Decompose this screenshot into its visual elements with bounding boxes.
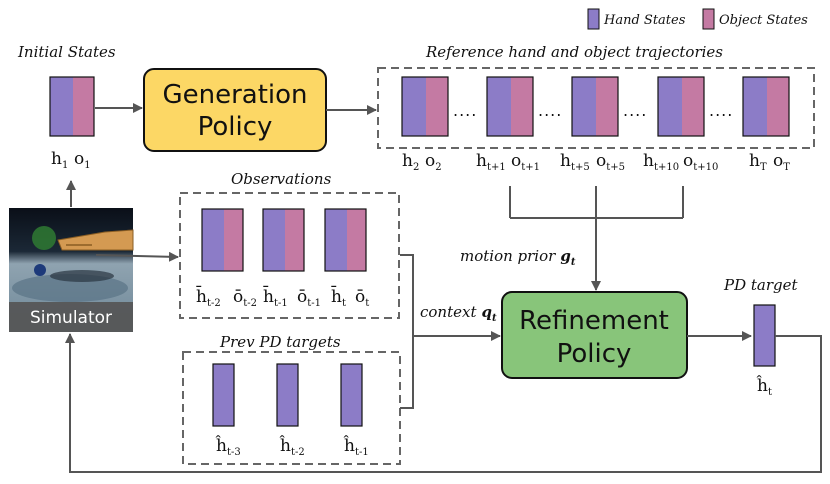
initial-h1: h1 — [51, 149, 68, 171]
reference-bar-2 — [486, 76, 534, 137]
ref-h-5: hT — [749, 151, 767, 173]
reference-bar-1 — [401, 76, 449, 137]
initial-state-bar — [49, 76, 95, 137]
reference-bar-4 — [657, 76, 705, 137]
ellipsis-2: .... — [538, 101, 562, 120]
prev-pd-label-3: ĥt-1 — [343, 435, 369, 458]
refinement-policy-line1: Refinement — [519, 306, 669, 336]
obs-h-3: h̄t — [331, 284, 346, 309]
simulator-image: Simulator — [9, 208, 134, 332]
obs-o-2: ōt-1 — [297, 287, 321, 309]
initial-states-title: Initial States — [17, 43, 116, 61]
ref-o-1: o2 — [425, 151, 442, 173]
obs-o-3: ōt — [355, 287, 369, 309]
reference-title: Reference hand and object trajectories — [425, 43, 723, 61]
reference-bar-5 — [742, 76, 790, 137]
observation-bar-3 — [324, 208, 367, 272]
legend-object-swatch — [702, 8, 715, 30]
obs-h-2: h̄t-1 — [263, 284, 288, 309]
pd-target-label: ĥt — [756, 375, 772, 398]
legend-hand-label: Hand States — [603, 13, 686, 28]
ref-o-5: oT — [773, 151, 790, 173]
refinement-policy-box: Refinement Policy — [501, 291, 688, 379]
ref-o-4: ot+10 — [683, 151, 718, 173]
ellipsis-1: .... — [453, 101, 477, 120]
ellipsis-3: .... — [623, 101, 647, 120]
ref-h-3: ht+5 — [560, 151, 590, 173]
initial-o1: o1 — [74, 149, 91, 171]
simulator-label: Simulator — [30, 308, 112, 328]
context-bracket — [400, 254, 501, 409]
ref-o-3: ot+5 — [596, 151, 625, 173]
pd-target-bar — [753, 304, 776, 367]
ref-h-4: ht+10 — [643, 151, 679, 173]
prev-pd-bar-1 — [212, 363, 235, 427]
observation-bar-2 — [262, 208, 305, 272]
arrow-simulator-to-observations — [95, 251, 179, 262]
generation-policy-line1: Generation — [162, 80, 307, 110]
obs-o-1: ōt-2 — [233, 287, 257, 309]
motion-prior-bracket — [509, 186, 684, 291]
observations-title: Observations — [231, 170, 332, 188]
reference-bar-3 — [571, 76, 619, 137]
pd-target-title: PD target — [723, 276, 799, 294]
ref-h-1: h2 — [402, 151, 419, 173]
observations-container — [179, 192, 400, 319]
legend-object-label: Object States — [719, 13, 808, 28]
ref-o-2: ot+1 — [511, 151, 540, 173]
feedback-loop-arrow — [65, 333, 822, 473]
prev-pd-bar-2 — [276, 363, 299, 427]
legend: Hand States Object States — [587, 8, 808, 30]
prev-pd-bar-3 — [340, 363, 363, 427]
obs-h-1: h̄t-2 — [196, 284, 221, 309]
ref-h-2: ht+1 — [476, 151, 506, 173]
prev-pd-label-1: ĥt-3 — [215, 435, 241, 458]
refinement-policy-line2: Policy — [557, 339, 632, 369]
prev-pd-label-2: ĥt-2 — [279, 435, 305, 458]
legend-hand-swatch — [587, 8, 600, 30]
generation-policy-box: Generation Policy — [143, 68, 327, 152]
observation-bar-1 — [201, 208, 244, 272]
prev-pd-title: Prev PD targets — [219, 333, 341, 351]
ellipsis-4: .... — [709, 101, 733, 120]
generation-policy-line2: Policy — [198, 112, 273, 142]
reference-container — [377, 67, 815, 149]
